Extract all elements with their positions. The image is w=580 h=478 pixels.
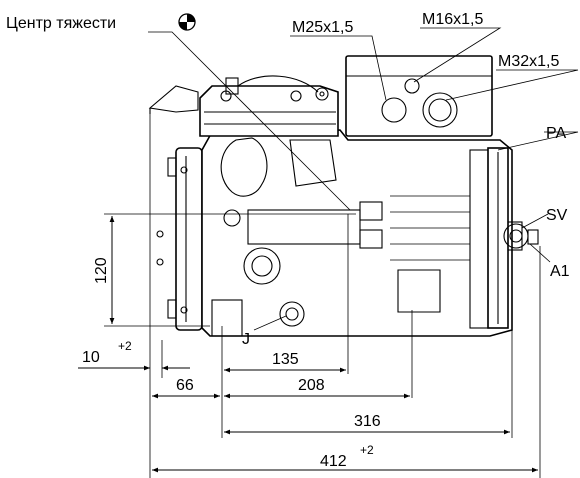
dim-412-tolerance: +2 <box>360 443 374 457</box>
dim-120: 120 <box>93 257 110 284</box>
j-label: J <box>242 331 250 348</box>
thread-m32-label: M32x1,5 <box>498 53 559 70</box>
dim-316: 316 <box>354 413 381 430</box>
dim-66: 66 <box>176 377 194 394</box>
pa-label: PA <box>546 125 566 142</box>
dim-208: 208 <box>298 377 325 394</box>
thread-m16-label: M16x1,5 <box>422 11 483 28</box>
a1-label: A1 <box>550 263 570 280</box>
center-of-gravity-label: Центр тяжести <box>6 15 116 32</box>
thread-m25-label: M25x1,5 <box>292 19 353 36</box>
dim-412: 412 <box>320 453 347 470</box>
compressor-body <box>148 55 539 337</box>
dimension-lines <box>78 114 541 478</box>
dim-10: 10 <box>82 349 100 366</box>
dim-135: 135 <box>272 351 299 368</box>
center-of-gravity-icon <box>178 13 196 31</box>
dim-10-tolerance: +2 <box>118 339 132 353</box>
sv-label: SV <box>546 207 568 224</box>
